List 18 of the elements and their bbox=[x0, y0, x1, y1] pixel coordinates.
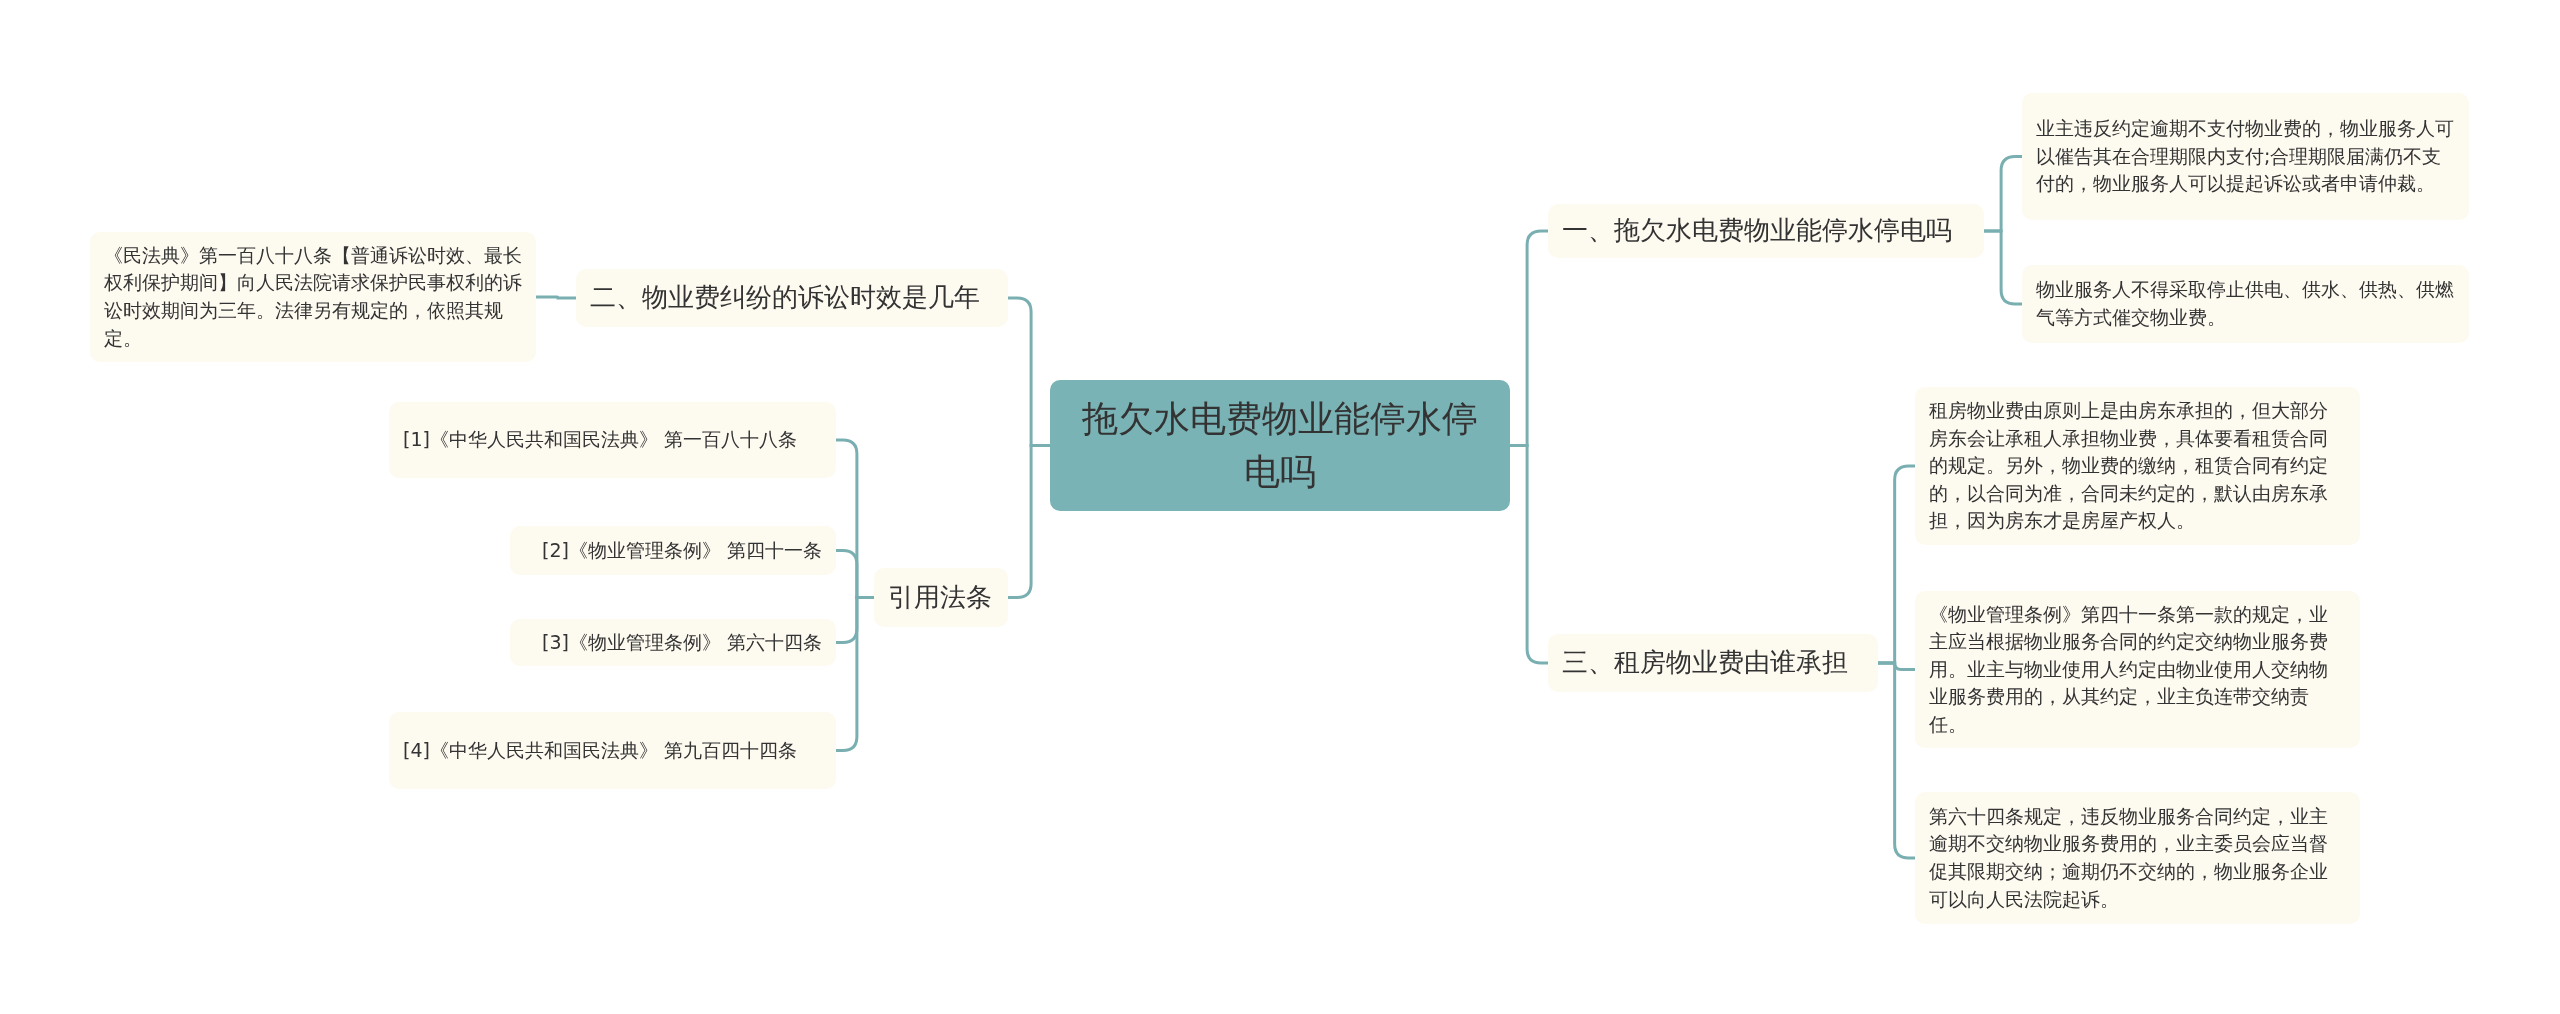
connector-line bbox=[1878, 661, 1915, 860]
central-topic-box: 拖欠水电费物业能停水停电吗 bbox=[1050, 380, 1510, 511]
note-box: 物业服务人不得采取停止供电、供水、供热、供燃气等方式催交物业费。 bbox=[2022, 265, 2469, 343]
topic-box: 三、租房物业费由谁承担 bbox=[1548, 634, 1878, 692]
topic-box: 引用法条 bbox=[874, 568, 1008, 627]
note-box: 租房物业费由原则上是由房东承担的，但大部分房东会让承租人承担物业费，具体要看租赁合同的规定。另外，物业费的缴纳，租赁合同有约定的，以合同为准，合同未约定的，默认由房东承担，因为房东才是房屋产权人。 bbox=[1915, 387, 2360, 545]
connector-line bbox=[536, 295, 576, 300]
topic-box: 二、物业费纠纷的诉讼时效是几年 bbox=[576, 269, 1008, 327]
topic-box: 一、拖欠水电费物业能停水停电吗 bbox=[1548, 204, 1984, 258]
connector-line bbox=[1008, 444, 1050, 599]
note-box: 《物业管理条例》第四十一条第一款的规定，业主应当根据物业服务合同的约定交纳物业服务费用。业主与物业使用人约定由物业使用人交纳物业服务费用的，从其约定，业主负连带交纳责任。 bbox=[1915, 591, 2360, 748]
note-box: 《民法典》第一百八十八条【普通诉讼时效、最长权利保护期间】向人民法院请求保护民事权利的诉讼时效期间为三年。法律另有规定的，依照其规定。 bbox=[90, 232, 536, 362]
note-box: 第六十四条规定，违反物业服务合同约定，业主逾期不交纳物业服务费用的，业主委员会应当督促其限期交纳；逾期仍不交纳的，物业服务企业可以向人民法院起诉。 bbox=[1915, 792, 2360, 924]
note-box: 业主违反约定逾期不支付物业费的，物业服务人可以催告其在合理期限内支付;合理期限届满仍不支付的，物业服务人可以提起诉讼或者申请仲裁。 bbox=[2022, 93, 2469, 220]
note-box: [3]《物业管理条例》 第六十四条 bbox=[510, 619, 836, 666]
note-box: [1]《中华人民共和国民法典》 第一百八十八条 bbox=[389, 402, 836, 478]
note-box: [2]《物业管理条例》 第四十一条 bbox=[510, 526, 836, 575]
note-box: [4]《中华人民共和国民法典》 第九百四十四条 bbox=[389, 712, 836, 789]
